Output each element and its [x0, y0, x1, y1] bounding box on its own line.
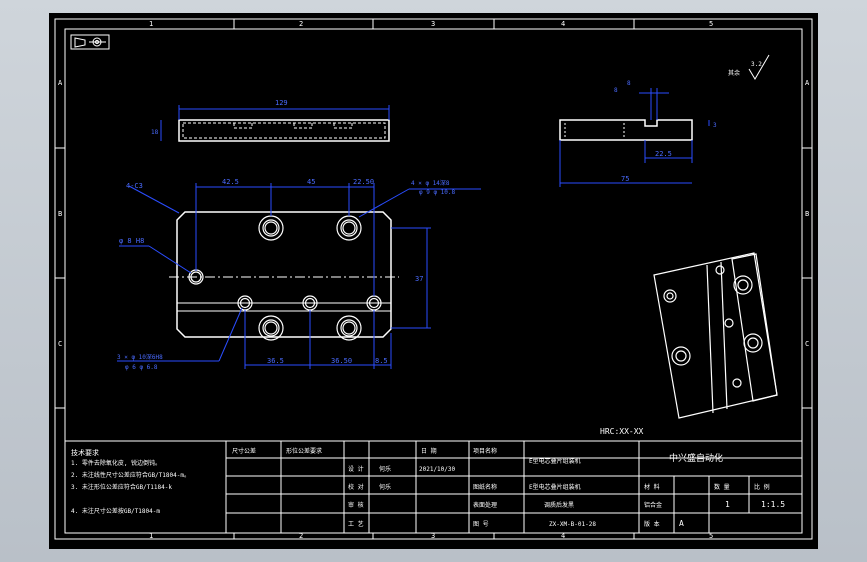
surface-finish-label: 其余	[728, 69, 740, 77]
front-bot-b: 36.50	[331, 357, 352, 365]
col-marker-1-bottom: 1	[149, 532, 153, 540]
tb-date-label: 日 期	[421, 447, 437, 455]
col-marker-2-bottom: 2	[299, 532, 303, 540]
front-pin: φ 8 H8	[119, 237, 144, 245]
tb-check-label: 校 对	[348, 483, 364, 491]
col-marker-4: 4	[561, 20, 565, 28]
front-bot-a: 36.5	[267, 357, 284, 365]
row-marker-c-right: C	[805, 340, 809, 348]
tb-version-label: 版 本	[644, 520, 660, 528]
top-view: 129 18	[151, 99, 390, 142]
tb-scale: 1:1.5	[761, 500, 785, 509]
row-marker-a-right: A	[805, 79, 810, 87]
row-marker-b-right: B	[805, 210, 809, 218]
front-chamfer: 4-C3	[126, 182, 143, 190]
front-dim-a: 42.5	[222, 178, 239, 186]
drawing-sheet[interactable]: 1 2 3 4 5 1 2 3 4 5 A B C A B C	[49, 13, 818, 549]
col-marker-2: 2	[299, 20, 303, 28]
tb-h2: 形位公差要求	[286, 447, 322, 455]
tb-h1: 尺寸公差	[232, 447, 256, 455]
hardness-label: HRC:XX-XX	[600, 427, 644, 436]
tb-design-name: 何乐	[379, 465, 391, 473]
top-dim-width: 129	[275, 99, 288, 107]
row-marker-c: C	[58, 340, 62, 348]
col-marker-1: 1	[149, 20, 153, 28]
isometric-view	[653, 252, 778, 419]
tech-req-1: 1. 零件去除氧化皮, 锐边倒钝。	[71, 459, 161, 467]
tb-version: A	[679, 519, 684, 528]
tb-project: E型电芯叠片组装机	[529, 457, 581, 465]
row-marker-b: B	[58, 210, 62, 218]
front-bot-c: 8.5	[375, 357, 388, 365]
tb-material: 铝合金	[644, 501, 662, 509]
outer-frame	[54, 18, 813, 540]
frame-ticks	[55, 19, 812, 539]
surface-finish-value: 3.2	[751, 61, 762, 68]
tech-req-3: 3. 未注形位公差应符合GB/T1184-k	[71, 483, 172, 491]
tb-qty: 1	[725, 500, 730, 509]
front-hole-callout-2: 3 × φ 10深6H8	[117, 353, 163, 361]
col-marker-3-bottom: 3	[431, 532, 435, 540]
tb-date: 2021/10/30	[419, 466, 456, 473]
col-marker-3: 3	[431, 20, 435, 28]
tech-req-title: 技术要求	[71, 448, 99, 457]
front-dim-c: 22.50	[353, 178, 374, 186]
drawing-canvas: 1 2 3 4 5 1 2 3 4 5 A B C A B C	[54, 18, 813, 540]
tb-heat-label: 表面处理	[473, 501, 497, 509]
side-dim-inner: 22.5	[655, 150, 672, 158]
front-hole-callout-2b: φ 6 φ 6.8	[125, 364, 158, 371]
surface-finish-symbol: 其余 3.2	[728, 54, 770, 80]
front-hole-callout-1: 4 × φ 14深8	[411, 179, 450, 187]
tb-drawing-label: 图纸名称	[473, 483, 497, 491]
tb-design-label: 设 计	[348, 465, 364, 473]
side-dim-overall: 75	[621, 175, 629, 183]
front-view: 42.5 45 22.50 37 4-C3 4 × φ 14深8 φ 9 φ 1…	[117, 178, 481, 371]
tb-number-label: 图 号	[473, 521, 489, 528]
side-view: 8 8 3 22.5 75	[559, 80, 717, 187]
tb-qty-label: 数 量	[714, 483, 730, 491]
title-block	[64, 440, 803, 534]
col-marker-5-bottom: 5	[709, 532, 713, 540]
front-dim-b: 45	[307, 178, 315, 186]
row-marker-a: A	[58, 79, 63, 87]
tb-company: 中兴盛自动化	[669, 452, 723, 464]
tb-scale-label: 比 例	[754, 483, 770, 491]
top-dim-height: 18	[151, 129, 159, 136]
front-dim-height: 37	[415, 275, 423, 283]
side-dim-top2: 8	[627, 80, 631, 87]
col-marker-4-bottom: 4	[561, 532, 565, 540]
tech-req-4: 4. 未注尺寸公差按GB/T1804-m	[71, 507, 160, 515]
tb-project-label: 项目名称	[473, 447, 497, 455]
col-marker-5: 5	[709, 20, 713, 28]
side-dim-top: 8	[614, 87, 618, 94]
tb-check-name: 何乐	[379, 483, 391, 491]
tb-heat: 调质后发黑	[544, 501, 574, 509]
tb-process-label: 工 艺	[348, 520, 364, 528]
projection-symbol	[70, 34, 110, 50]
tb-material-label: 材 料	[644, 483, 660, 491]
front-hole-callout-1b: φ 9 φ 10.8	[419, 189, 456, 196]
tb-number: ZX-XM-B-01-28	[549, 521, 596, 528]
tech-req-2: 2. 未注线性尺寸公差应符合GB/T1804-m。	[71, 471, 190, 479]
side-dim-small: 3	[713, 122, 717, 129]
tb-drawing: E型电芯叠片组装机	[529, 483, 581, 491]
tb-review-label: 审 核	[348, 501, 364, 509]
